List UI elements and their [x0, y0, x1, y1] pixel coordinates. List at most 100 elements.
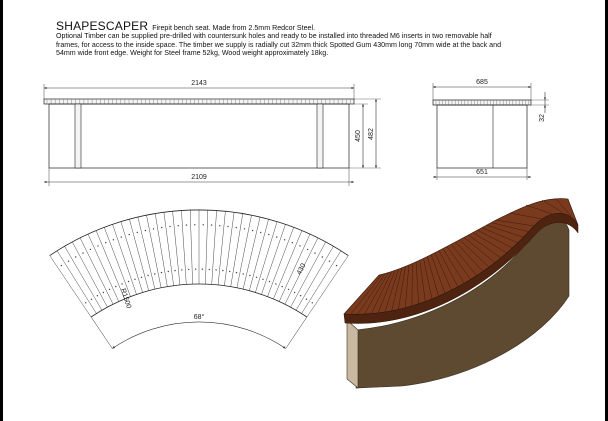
plan-angle-arc: [112, 321, 286, 349]
render-slat-line: [495, 219, 535, 227]
plan-slat-divider: [236, 215, 252, 288]
plan-slat-divider: [120, 221, 143, 293]
plan-screw-hole: [210, 224, 213, 226]
plan-slat-divider: [261, 224, 286, 295]
render-slat-line: [350, 274, 383, 315]
plan-screw-hole: [219, 225, 221, 227]
render-slat-line: [391, 267, 403, 311]
steel-frame-end-face: [346, 319, 359, 389]
plan-radius-line-left: [90, 316, 113, 349]
plan-screw-hole: [90, 298, 93, 300]
plan-radius-line-right: [285, 316, 308, 349]
render-slat-line: [364, 272, 389, 315]
plan-screw-hole: [174, 269, 176, 272]
plan-slat-divider: [104, 227, 131, 297]
render-slat-line: [455, 241, 484, 272]
plan-screw-hole: [147, 274, 149, 277]
render-slat-line: [468, 234, 501, 259]
plan-slat-divider: [306, 255, 349, 318]
plan-screw-hole: [283, 239, 286, 241]
render-slat-line: [419, 260, 426, 302]
plan-slat-divider: [217, 211, 226, 285]
render-slat-line: [398, 266, 406, 310]
plan-screw-hole: [60, 264, 63, 267]
plan-screw-hole: [249, 274, 251, 277]
plan-screw-hole: [260, 231, 262, 234]
plan-screw-hole: [235, 271, 238, 274]
plan-slat-divider: [87, 234, 120, 302]
render-slat-line: [404, 264, 410, 308]
left-border: [0, 0, 3, 421]
front-elevation: 2143 450 482 2109: [43, 80, 381, 186]
plan-slat-divider: [163, 212, 174, 286]
plan-screw-hole: [227, 225, 229, 228]
plan-screw-hole: [140, 276, 143, 278]
plan-slat-divider: [284, 237, 319, 305]
plan-screw-hole: [208, 268, 210, 271]
plan-slat-divider: [146, 215, 162, 288]
plan-screw-hole: [144, 229, 147, 232]
front-height-inner-label: 450: [355, 130, 362, 142]
plan-slat-divider: [242, 217, 261, 290]
render-slat-line: [423, 258, 433, 299]
plan-slat-divider: [273, 230, 303, 299]
plan-timber-slats: [49, 210, 349, 318]
plan-slat-divider: [255, 221, 278, 293]
plan-depth-label: 430: [296, 262, 308, 276]
plan-slat-divider: [211, 210, 217, 285]
plan-screw-hole: [306, 248, 309, 251]
plan-screw-hole: [121, 283, 123, 285]
plan-screw-hole: [314, 252, 316, 254]
front-timber-top: [43, 98, 355, 105]
front-bottom-width-label: 2109: [191, 174, 207, 181]
plan-screw-hole: [85, 302, 87, 304]
plan-screw-hole: [215, 269, 217, 271]
plan-screw-hole: [82, 252, 84, 254]
render-slat-line: [411, 263, 413, 306]
plan-slat-divider: [205, 210, 209, 285]
product-title: SHAPESCAPER: [56, 19, 149, 33]
plan-slat-divider: [72, 241, 108, 308]
plan-screw-hole: [222, 269, 224, 272]
render-slat-line: [438, 250, 459, 287]
render-slat-line: [463, 237, 496, 263]
plan-screw-hole: [311, 302, 313, 304]
plan-view: R1500 430 68°: [49, 209, 349, 349]
plan-screw-hole: [299, 245, 301, 247]
side-timber-top: [432, 99, 532, 106]
plan-slat-divider: [56, 250, 97, 314]
front-top-width-label: 2143: [191, 80, 207, 87]
render-slat-line: [525, 204, 553, 215]
render-slat-line: [459, 239, 490, 268]
front-steel-frame: [48, 103, 350, 169]
plan-screw-hole: [321, 256, 323, 258]
render-slat-line: [541, 199, 563, 213]
plan-slat-divider: [181, 210, 187, 285]
render-slat-line: [434, 252, 452, 291]
front-timber-slats: [46, 99, 351, 104]
plan-screw-hole: [115, 285, 117, 288]
plan-screw-hole: [177, 225, 179, 227]
front-left-panel-edge: [74, 103, 82, 169]
side-timber-slats: [435, 100, 529, 105]
plan-slat-divider: [267, 227, 294, 297]
plan-slat-divider: [154, 213, 168, 287]
plan-screw-hole: [161, 226, 163, 229]
plan-screw-hole: [152, 228, 155, 230]
plan-screw-hole: [242, 273, 244, 275]
render-slat-line: [486, 224, 524, 238]
plan-slat-divider: [189, 210, 193, 285]
render-slat-line: [371, 271, 393, 314]
plan-screw-hole: [299, 295, 302, 297]
plan-screw-hole: [268, 233, 270, 236]
plan-inner-arc: [90, 283, 308, 318]
plan-screw-hole: [268, 280, 271, 283]
plan-slat-divider: [290, 241, 326, 308]
timber-slat-lines: [350, 198, 572, 315]
plan-screw-hole: [128, 233, 130, 236]
plan-screw-hole: [112, 239, 115, 241]
plan-slat-divider: [172, 211, 181, 285]
plan-screw-hole: [188, 268, 190, 271]
plan-screw-hole: [96, 295, 99, 297]
plan-screw-hole: [160, 271, 163, 274]
